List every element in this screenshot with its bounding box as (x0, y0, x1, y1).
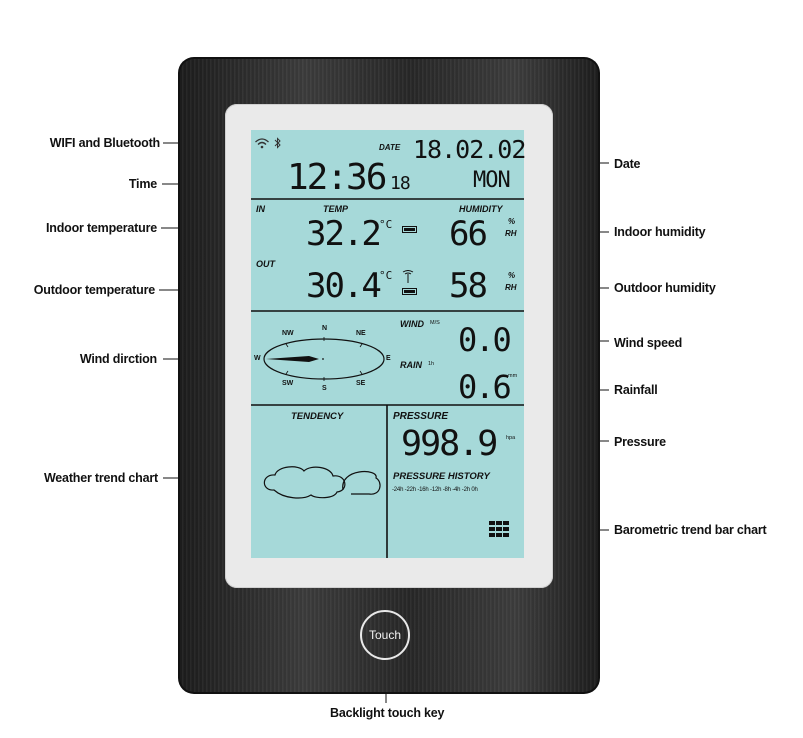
callout-weather-trend-chart: Weather trend chart (43, 471, 158, 485)
bluetooth-icon (274, 137, 281, 149)
callout-wind-speed: Wind speed (614, 336, 683, 350)
backlight-touch-button[interactable]: Touch (360, 610, 410, 660)
callout-wind-direction: Wind dirction (79, 352, 157, 366)
callout-barometric-trend-bar-chart: Barometric trend bar chart (614, 523, 767, 537)
indoor-humidity-pct: % (508, 217, 516, 226)
weekday-value: MON (473, 168, 511, 193)
pressure-label: PRESSURE (393, 411, 449, 422)
rain-label: RAIN (400, 360, 422, 370)
wifi-icon (255, 138, 269, 149)
pressure-value: 998.9 (401, 424, 498, 464)
wind-unit: M/S (430, 320, 440, 326)
pressure-unit: hpa (506, 435, 516, 441)
callout-pressure: Pressure (614, 435, 666, 449)
compass-s: S (322, 385, 327, 392)
date-label: DATE (379, 143, 401, 152)
pressure-history-axis: -24h -22h -16h -12h -8h -4h -2h 0h (392, 487, 478, 493)
compass-w: W (254, 355, 261, 362)
pressure-history-label: PRESSURE HISTORY (393, 471, 490, 482)
compass-se: SE (356, 380, 366, 387)
lcd-display: DATE 18.02.02 12:36 18 MON IN TEMP HUMID… (251, 130, 526, 558)
callout-indoor-temperature: Indoor temperature (46, 221, 157, 235)
outdoor-humidity-rh: RH (505, 283, 517, 292)
compass-nw: NW (282, 330, 294, 337)
callout-indoor-humidity: Indoor humidity (614, 225, 706, 239)
time-value: 12:36 (287, 157, 387, 198)
callout-outdoor-temperature: Outdoor temperature (33, 283, 155, 297)
indoor-label: IN (256, 204, 265, 214)
wind-label: WIND (400, 319, 424, 329)
cloud-icon (263, 466, 381, 499)
outdoor-temp-unit: °C (379, 269, 393, 282)
rainfall-value: 0.6 (458, 368, 512, 406)
outdoor-humidity-value: 58 (449, 266, 488, 306)
callout-outdoor-humidity: Outdoor humidity (614, 281, 716, 295)
compass-sw: SW (282, 380, 294, 387)
seconds-value: 18 (390, 173, 411, 194)
indoor-battery-icon (402, 226, 417, 233)
callout-wifi-bluetooth: WIFI and Bluetooth (49, 136, 160, 150)
outdoor-battery-icon (402, 288, 417, 295)
callout-rainfall: Rainfall (614, 383, 658, 397)
compass-ne: NE (356, 330, 366, 337)
date-value: 18.02.02 (413, 135, 526, 164)
outdoor-label: OUT (256, 259, 275, 269)
humidity-label: HUMIDITY (459, 204, 503, 214)
temp-label: TEMP (323, 204, 349, 214)
indoor-temperature-value: 32.2 (306, 214, 382, 254)
callout-date: Date (614, 157, 641, 171)
callout-backlight-touch-key: Backlight touch key (330, 706, 445, 720)
indoor-humidity-rh: RH (505, 229, 517, 238)
rain-unit: mm (508, 373, 518, 379)
signal-antenna-icon (402, 270, 414, 283)
callout-time: Time (128, 177, 157, 191)
wind-speed-value: 0.0 (458, 321, 512, 359)
compass-n: N (322, 325, 328, 332)
barometric-trend-bar-chart (489, 521, 509, 537)
wind-compass (263, 337, 385, 381)
indoor-temp-unit: °C (379, 218, 393, 231)
touch-label: Touch (368, 628, 402, 642)
compass-e: E (386, 355, 391, 362)
outdoor-humidity-pct: % (508, 271, 516, 280)
rain-period: 1h (428, 361, 435, 367)
lcd-divider-lines (251, 198, 524, 558)
outdoor-temperature-value: 30.4 (306, 266, 382, 306)
tendency-label: TENDENCY (291, 411, 344, 422)
indoor-humidity-value: 66 (449, 214, 488, 254)
